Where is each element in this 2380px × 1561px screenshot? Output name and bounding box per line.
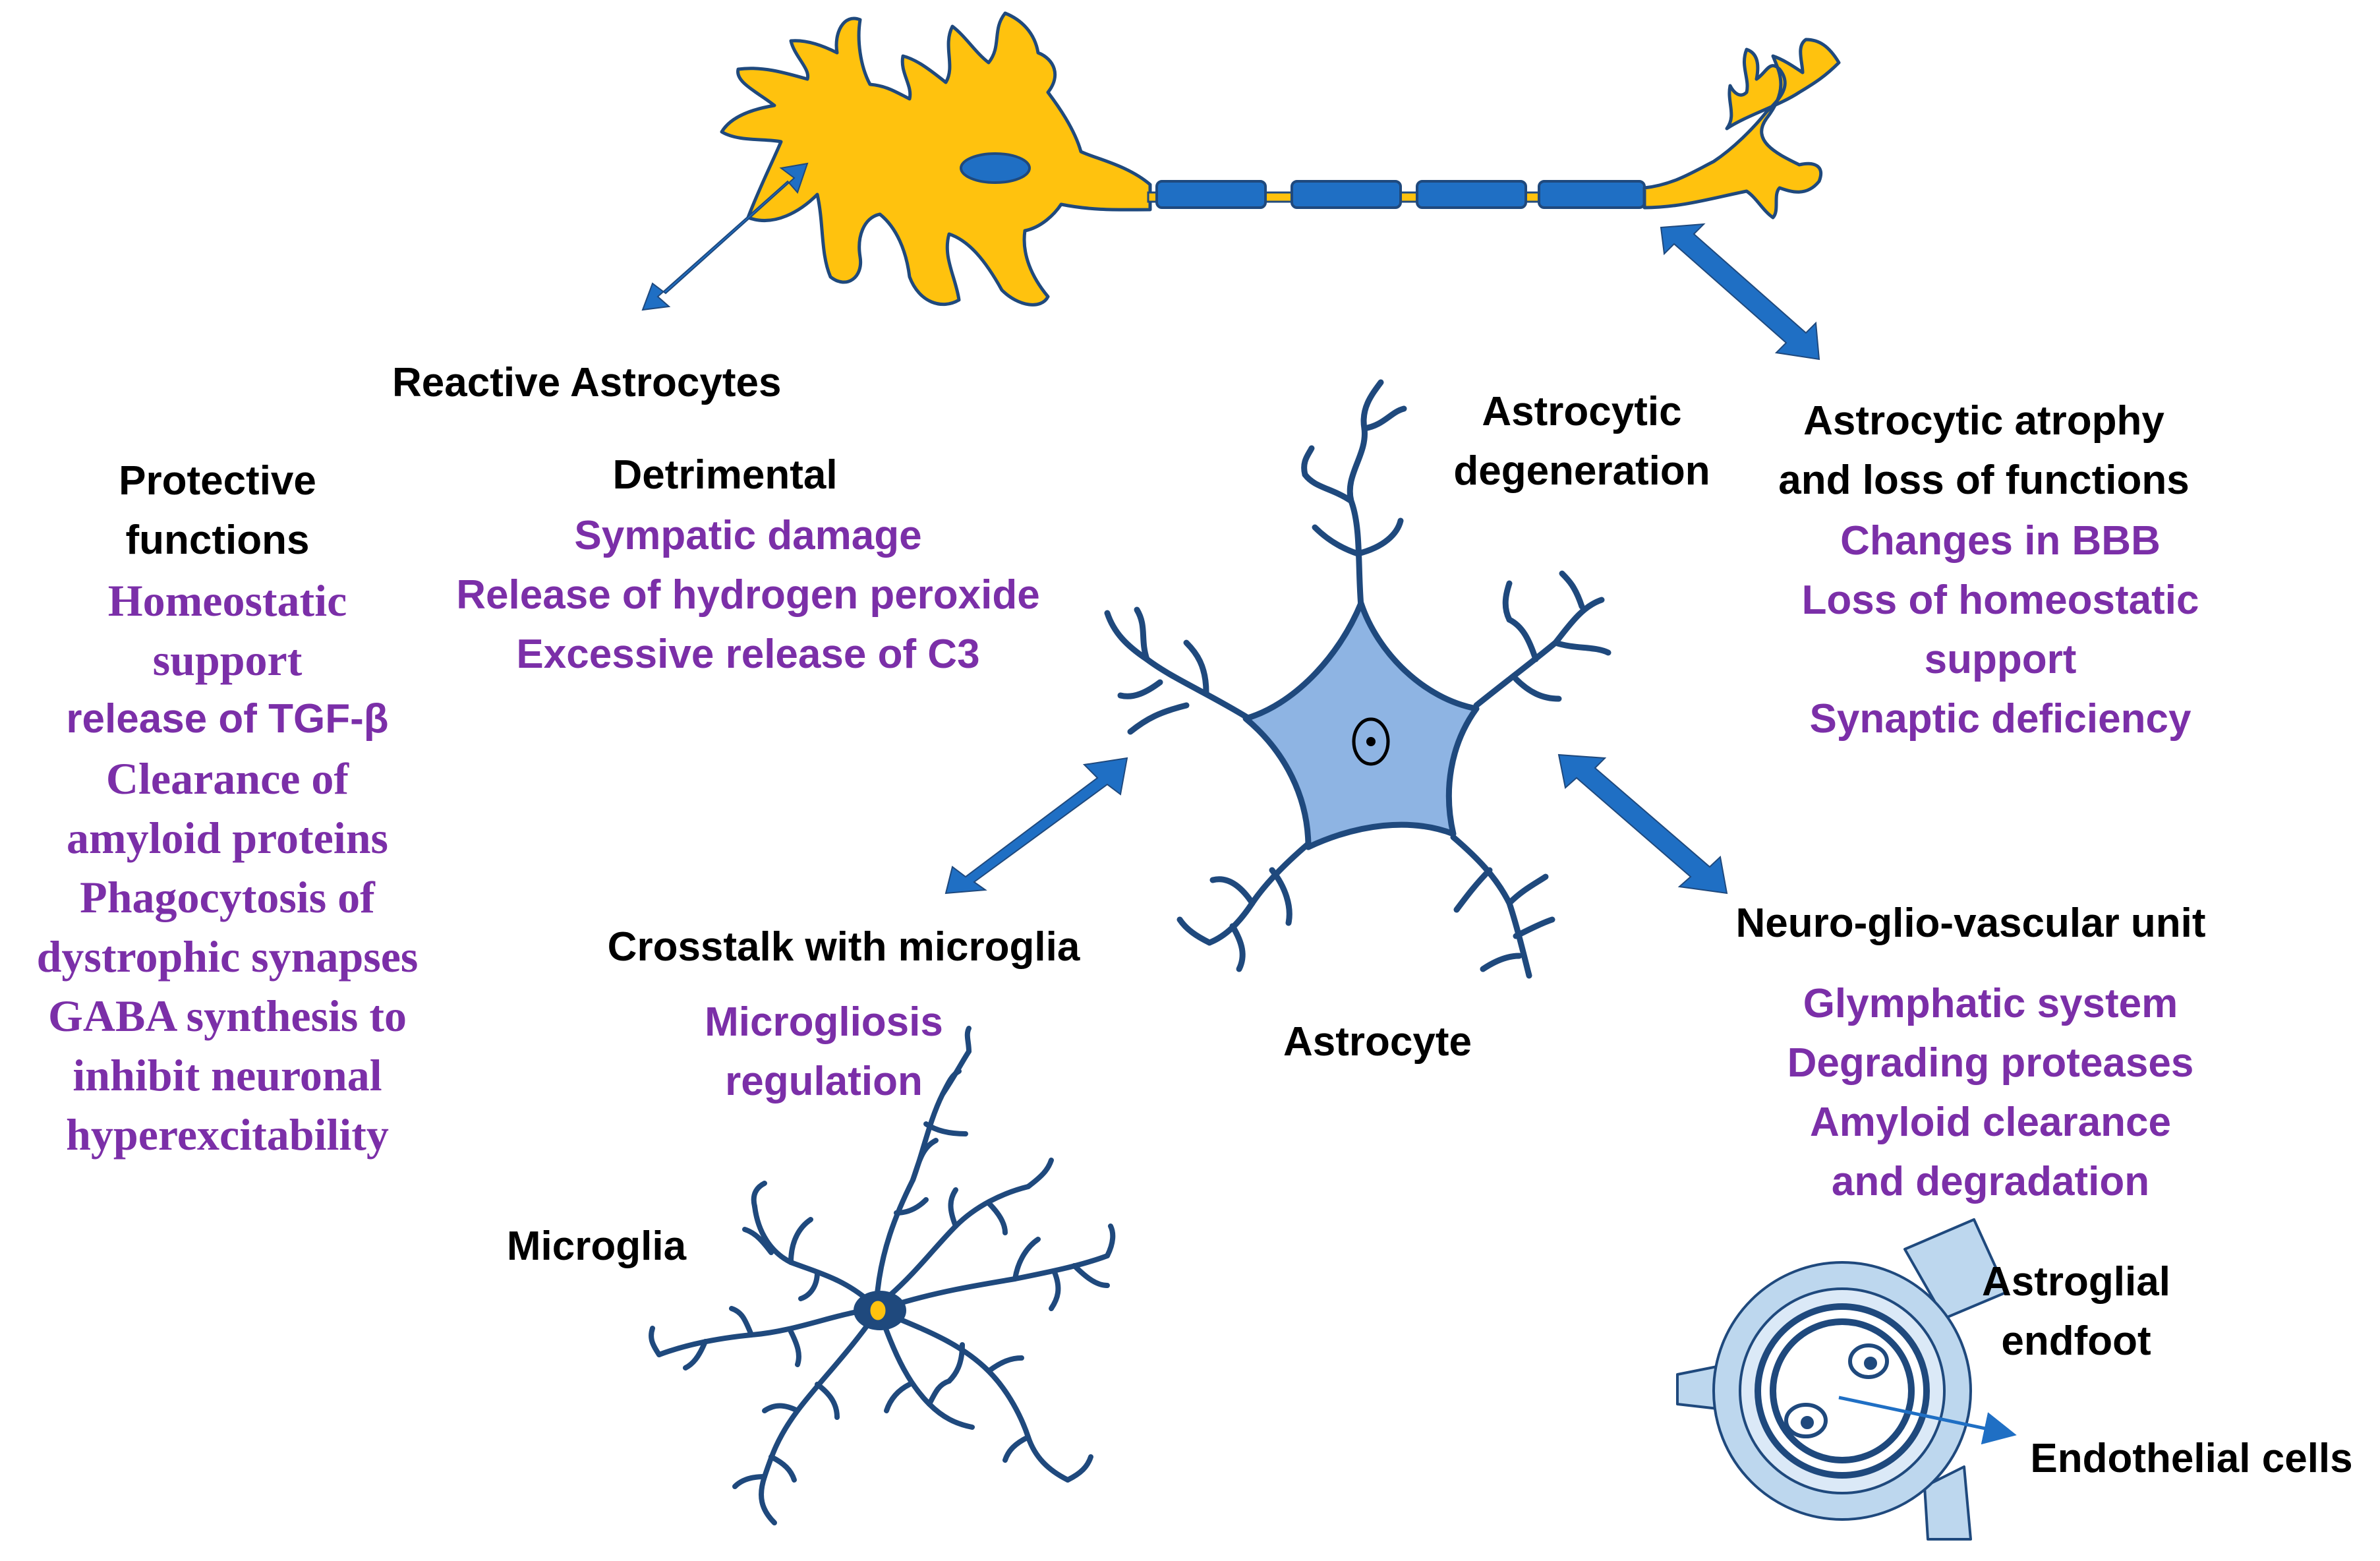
microglia-nucleus (868, 1299, 888, 1322)
endothelial-label: Endothelial cells (2030, 1436, 2353, 1481)
reactive-astrocytes-label: Reactive Astrocytes (392, 360, 782, 405)
double-arrow-icon (641, 162, 809, 311)
protective-item: release of TGF-β (66, 696, 389, 742)
microglia-illustration (649, 1026, 1116, 1525)
microglia-label: Microglia (506, 1223, 687, 1269)
degeneration-label: Astrocytic degeneration (1430, 382, 1733, 501)
atrophy-item: Synaptic deficiency (1809, 696, 2191, 742)
atrophy-item: Changes in BBB (1840, 518, 2161, 564)
crosstalk-item: Microgliosis (705, 999, 943, 1045)
astrocyte-illustration (1104, 379, 1611, 979)
crosstalk-title: Crosstalk with microglia (607, 924, 1080, 970)
detrimental-item: Sympatic damage (574, 513, 922, 558)
detrimental-items: Sympatic damage Release of hydrogen pero… (428, 506, 1068, 684)
ngv-item: Degrading proteases (1787, 1040, 2194, 1086)
ngv-items: Glymphatic system Degrading proteases Am… (1760, 974, 2221, 1212)
protective-items: Homeostatic support release of TGF-β Cle… (3, 571, 451, 1164)
neuron-illustration (720, 11, 1841, 307)
detrimental-item: Release of hydrogen peroxide (456, 572, 1040, 618)
protective-title-line: functions (125, 517, 310, 563)
endothelial-pointer (1838, 1396, 2017, 1445)
detrimental-title: Detrimental (612, 452, 838, 498)
ngv-title: Neuro-glio-vascular unit (1735, 900, 2206, 946)
degeneration-line: degeneration (1453, 448, 1710, 494)
ngv-item: Amyloid clearance (1810, 1100, 2171, 1145)
ngv-item: Glymphatic system (1803, 981, 2178, 1026)
double-arrow-icon (1557, 753, 1728, 895)
protective-item: support (152, 635, 303, 685)
atrophy-title-line: and loss of functions (1778, 457, 2190, 503)
protective-item: Homeostatic (107, 575, 347, 626)
protective-item: inhibit neuronal (73, 1050, 382, 1100)
endfoot-illustration (1676, 1218, 2008, 1541)
endfoot-line: endfoot (2001, 1318, 2151, 1364)
double-arrow-icon (944, 757, 1128, 895)
detrimental-item: Excessive release of C3 (516, 632, 980, 677)
protective-item: Phagocytosis of (80, 872, 375, 922)
protective-item: GABA synthesis to (47, 991, 407, 1041)
protective-title-line: Protective (119, 458, 316, 504)
endfoot-line: Astroglial (1982, 1259, 2170, 1305)
atrophy-item: support (1924, 637, 2077, 682)
protective-item: dystrophic synapses (36, 931, 419, 982)
astrocyte-label: Astrocyte (1283, 1019, 1472, 1065)
crosstalk-item: regulation (725, 1059, 923, 1104)
protective-item: hyperexcitability (66, 1109, 389, 1160)
protective-title: Protective functions (99, 452, 336, 570)
crosstalk-items: Microgliosis regulation (659, 993, 989, 1111)
double-arrow-icon (1660, 223, 1820, 361)
degeneration-line: Astrocytic (1482, 389, 1682, 434)
atrophy-title: Astrocytic atrophy and loss of functions (1753, 392, 2215, 510)
atrophy-items: Changes in BBB Loss of homeostatic suppo… (1773, 512, 2228, 749)
atrophy-title-line: Astrocytic atrophy (1803, 398, 2164, 444)
protective-item: amyloid proteins (66, 813, 389, 863)
protective-item: Clearance of (105, 753, 349, 804)
atrophy-item: Loss of homeostatic (1801, 577, 2199, 623)
ngv-item: and degradation (1831, 1159, 2150, 1204)
endfoot-label: Astroglial endfoot (1958, 1252, 2195, 1371)
